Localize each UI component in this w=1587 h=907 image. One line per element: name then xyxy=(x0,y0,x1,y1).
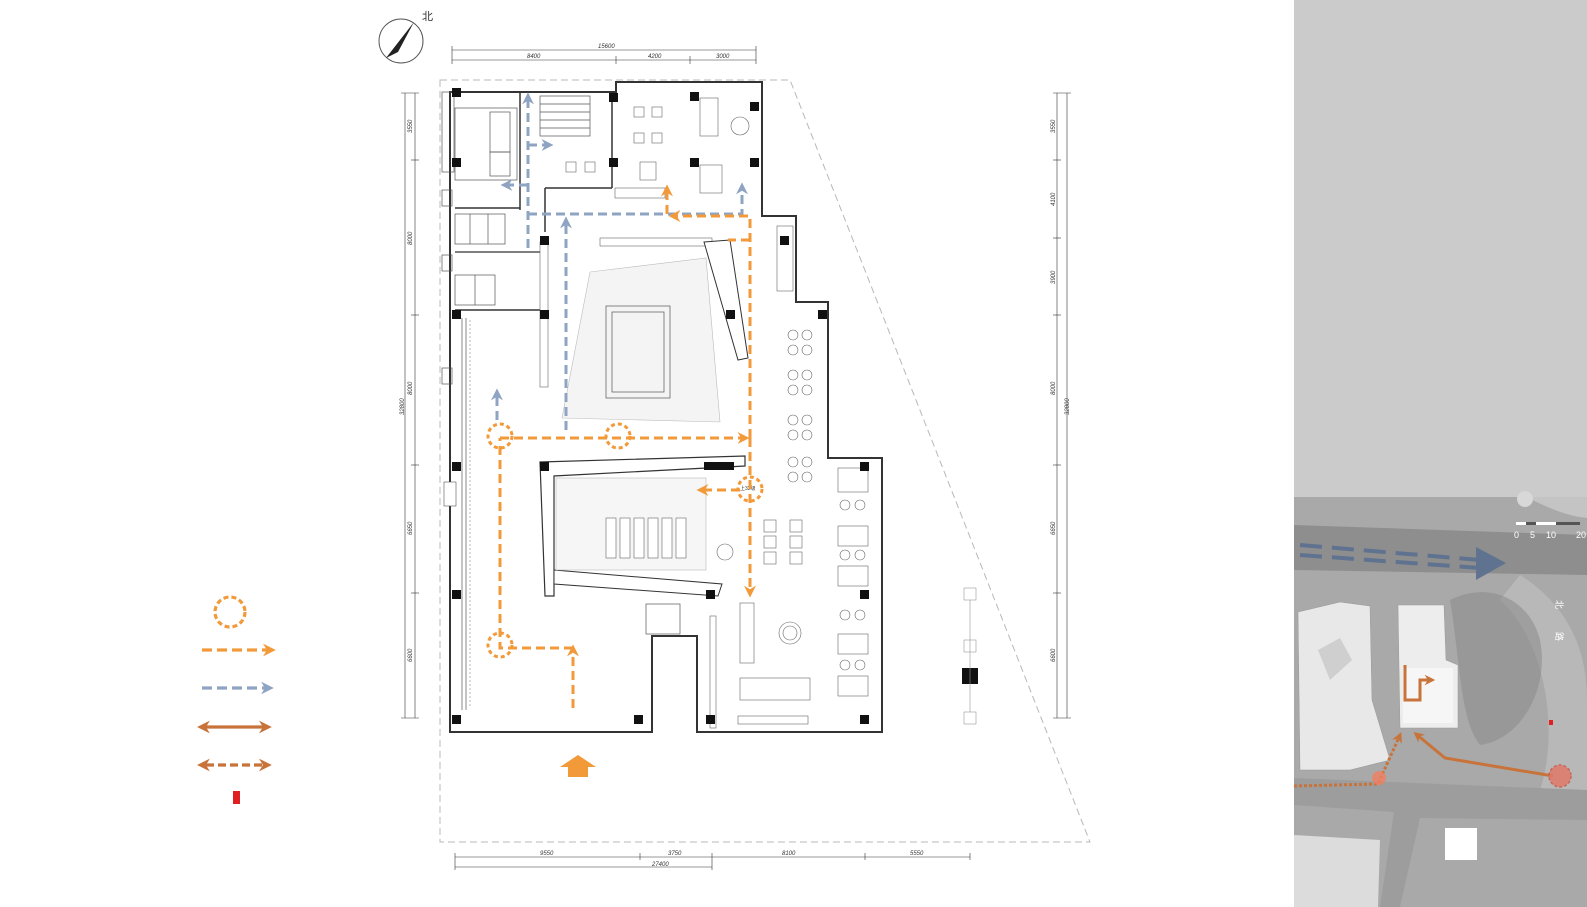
neighbor-building-west xyxy=(1297,601,1391,771)
dim-top-3: 3000 xyxy=(716,54,730,60)
dimension-top: 15600 8400 4200 3000 xyxy=(451,44,757,64)
road-name-char-2: 路 xyxy=(1554,632,1565,641)
orange-dashed-circle-icon xyxy=(213,595,247,629)
dimension-right: 3550 4100 3900 8000 6650 6600 32800 xyxy=(1051,92,1071,719)
grand-stair: 上32级 xyxy=(539,455,756,597)
round-tables xyxy=(787,329,866,671)
dim-right-6: 6600 xyxy=(1051,648,1057,662)
dim-right-5: 6650 xyxy=(1051,521,1057,535)
restroom-block xyxy=(441,91,545,385)
neighbor-building-sw xyxy=(1294,835,1380,907)
dim-left-1: 3550 xyxy=(408,119,414,133)
main-entrance-arrow-icon xyxy=(560,755,596,777)
columns xyxy=(452,88,869,724)
neighbor-building-south xyxy=(1445,828,1477,860)
scale-tick-10: 10 xyxy=(1546,530,1556,540)
dim-top-1: 8400 xyxy=(527,54,541,60)
dim-bottom-4: 5550 xyxy=(910,851,924,857)
node-circle-2 xyxy=(604,422,632,450)
map-route-solid xyxy=(1413,731,1554,778)
west-glazing xyxy=(443,318,471,710)
road-name-char-1: 北 xyxy=(1554,600,1564,609)
dimension-bottom: 9550 3750 8100 5550 27400 xyxy=(454,851,971,870)
scale-tick-20: 20 xyxy=(1576,530,1586,540)
scale-bar: 0 5 10 20 xyxy=(1514,522,1586,540)
central-void xyxy=(539,237,749,423)
dim-left-4: 6650 xyxy=(408,521,414,535)
orange-path-west xyxy=(498,438,573,650)
level-mark: 上32级 xyxy=(740,485,756,492)
legend xyxy=(197,595,276,804)
map-node-west xyxy=(1372,771,1386,785)
compass-ring-icon xyxy=(378,18,424,64)
north-arrow-icon xyxy=(386,22,414,58)
dim-right-4: 8000 xyxy=(1051,381,1057,395)
dimension-left: 3550 8000 8000 6650 6600 32800 xyxy=(400,92,419,719)
dim-left-5: 6600 xyxy=(408,648,414,662)
floor-plan: 上32级 xyxy=(441,81,978,733)
map-panel: 0 5 10 20 北 路 xyxy=(1293,0,1587,907)
dim-left-3: 8000 xyxy=(408,381,414,395)
north-compass: 北 xyxy=(378,10,433,64)
dim-right-2: 4100 xyxy=(1051,192,1057,206)
road-direction-arrow-icon xyxy=(1476,547,1506,580)
dim-right-1: 3550 xyxy=(1051,119,1057,133)
site-boundary xyxy=(439,79,1091,843)
dim-left-total: 32800 xyxy=(400,398,406,415)
node-circle-4 xyxy=(486,631,514,659)
side-road xyxy=(1500,575,1587,790)
south-road xyxy=(1294,778,1587,907)
node-circle-3 xyxy=(736,475,764,503)
map-indoor-route xyxy=(1403,665,1436,702)
red-marker-icon xyxy=(233,791,240,804)
scale-tick-0: 0 xyxy=(1514,530,1519,540)
dim-bottom-total: 27400 xyxy=(651,862,669,868)
north-stair xyxy=(539,92,613,232)
blue-flow-paths xyxy=(491,92,748,430)
east-booths xyxy=(776,225,869,697)
dim-bottom-1: 9550 xyxy=(540,851,554,857)
dim-bottom-3: 8100 xyxy=(782,851,796,857)
north-label: 北 xyxy=(422,10,433,23)
orange-path-north xyxy=(668,210,752,438)
dim-bottom-2: 3750 xyxy=(668,851,682,857)
map-node-east xyxy=(1548,764,1572,788)
east-dining-furniture xyxy=(645,519,811,729)
dim-right-3: 3900 xyxy=(1051,270,1057,284)
dim-top-2: 4200 xyxy=(648,54,662,60)
node-circle-1 xyxy=(486,422,514,450)
exterior-wall xyxy=(449,81,883,733)
detached-column-strip xyxy=(962,587,978,725)
main-road xyxy=(1294,525,1587,575)
dim-left-2: 8000 xyxy=(408,231,414,245)
dim-right-total: 32800 xyxy=(1065,398,1071,415)
dim-top-total: 15600 xyxy=(598,44,615,50)
orange-flow-paths xyxy=(486,184,764,777)
scale-tick-5: 5 xyxy=(1530,530,1535,540)
map-red-marker xyxy=(1549,720,1553,725)
north-cafe-furniture xyxy=(565,97,750,199)
greenery xyxy=(1450,592,1542,745)
blue-path-cafe xyxy=(528,182,748,216)
